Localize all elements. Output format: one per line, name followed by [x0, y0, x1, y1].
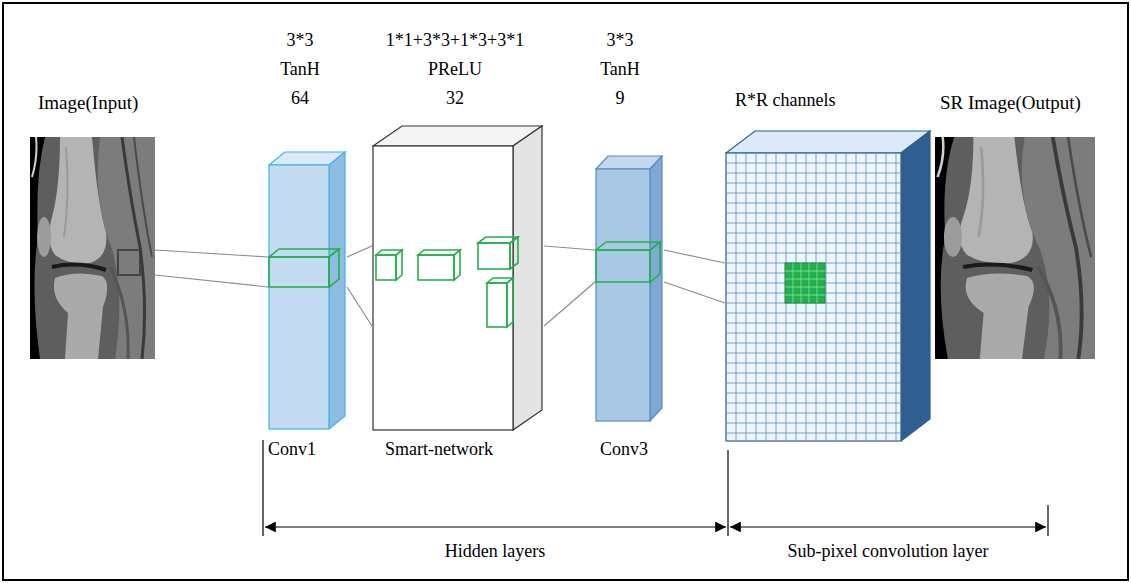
layer-label: 3*3	[287, 29, 314, 51]
output-image-drawing	[935, 137, 1095, 359]
section-label: Hidden layers	[445, 540, 545, 562]
layer-box: 3*3TanH 9Conv3	[570, 25, 690, 470]
channel-grid: R*R channels	[715, 85, 935, 455]
layer-label: TanH	[600, 58, 640, 80]
layer-box: 3*3TanH 64Conv1	[240, 25, 380, 470]
projection-lines	[347, 246, 372, 326]
smart-network-cube	[372, 125, 544, 432]
projection-line	[664, 282, 725, 303]
layer-box: 1*1+3*3+1*3+3*1PReLU 32Smart-network	[365, 25, 580, 470]
projection-line	[664, 250, 725, 263]
section-label: Sub-pixel convolution layer	[788, 540, 989, 562]
conv-layer-block-drawing	[595, 155, 664, 423]
layer-label: Image(Input)	[38, 92, 138, 114]
projection-lines	[155, 250, 268, 287]
conv-layer-block-drawing	[268, 151, 347, 431]
projection-line	[544, 246, 595, 250]
projection-lines	[544, 246, 595, 326]
projection-lines	[664, 250, 725, 303]
image-panel: Image(Input)	[25, 88, 175, 363]
layer-label: SR Image(Output)	[940, 92, 1081, 114]
layer-label: 64	[291, 87, 309, 109]
layer-label: 32	[446, 87, 464, 109]
projection-line	[544, 282, 595, 326]
subpixel-grid-drawing	[725, 130, 932, 443]
image-panel: SR Image(Output)	[930, 88, 1102, 363]
projection-line	[155, 275, 268, 287]
projection-line	[347, 287, 372, 326]
layer-label: R*R channels	[735, 89, 836, 111]
layer-label: 3*3	[607, 29, 634, 51]
layer-label: 9	[616, 87, 625, 109]
layer-label: PReLU	[428, 58, 482, 80]
layer-label: 1*1+3*3+1*3+3*1	[386, 29, 524, 51]
conv-layer-block	[595, 155, 664, 423]
layer-name: Conv1	[268, 438, 316, 460]
layer-label: TanH	[280, 58, 320, 80]
subpixel-grid	[725, 130, 932, 443]
conv-layer-block	[268, 151, 347, 431]
input-image	[30, 137, 155, 359]
input-image-drawing	[30, 137, 155, 359]
output-image	[935, 137, 1095, 359]
layer-name: Conv3	[600, 438, 648, 460]
layer-name: Smart-network	[385, 438, 493, 460]
smart-network-cube-drawing	[372, 125, 544, 432]
projection-line	[347, 246, 372, 257]
projection-line	[155, 250, 268, 257]
